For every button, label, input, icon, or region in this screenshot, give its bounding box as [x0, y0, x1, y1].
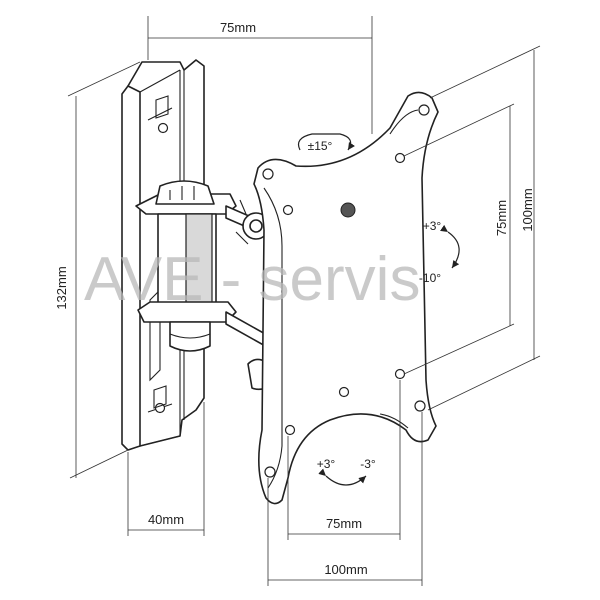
dim-left-height: 132mm	[54, 266, 69, 309]
level-arrow-icon	[318, 468, 367, 486]
wall-hole-top	[157, 122, 169, 134]
vesa-hole	[284, 424, 296, 436]
dim-top-width: 75mm	[220, 20, 256, 35]
angle-tilt-down: -10°	[419, 271, 441, 285]
vesa-plate	[253, 91, 439, 505]
dim-bottom-inner: 75mm	[326, 516, 362, 531]
angle-level-minus: -3°	[360, 457, 376, 471]
angle-tilt-up: +3°	[423, 219, 442, 233]
vesa-hole	[418, 104, 430, 116]
dim-depth: 40mm	[148, 512, 184, 527]
angle-swivel: ±15°	[308, 139, 333, 153]
vesa-hole	[264, 466, 276, 478]
dim-right-inner: 75mm	[494, 200, 509, 236]
vesa-hole	[338, 386, 350, 398]
dimension-lines	[67, 16, 541, 586]
pivot-assembly	[135, 180, 277, 391]
angle-level-plus: +3°	[317, 457, 336, 471]
rotation-arrows	[297, 133, 460, 486]
dim-right-outer: 100mm	[520, 188, 535, 231]
watermark: AVE - servis	[84, 245, 420, 314]
swivel-arrow-icon	[297, 133, 355, 151]
vesa-hole	[282, 204, 294, 216]
vesa-hole	[394, 152, 406, 164]
vesa-hole	[262, 168, 274, 180]
tilt-arrow-icon	[440, 224, 460, 269]
center-hole	[340, 202, 356, 218]
vesa-hole	[394, 368, 406, 380]
vesa-hole	[414, 400, 426, 412]
dim-bottom-outer: 100mm	[324, 562, 367, 577]
